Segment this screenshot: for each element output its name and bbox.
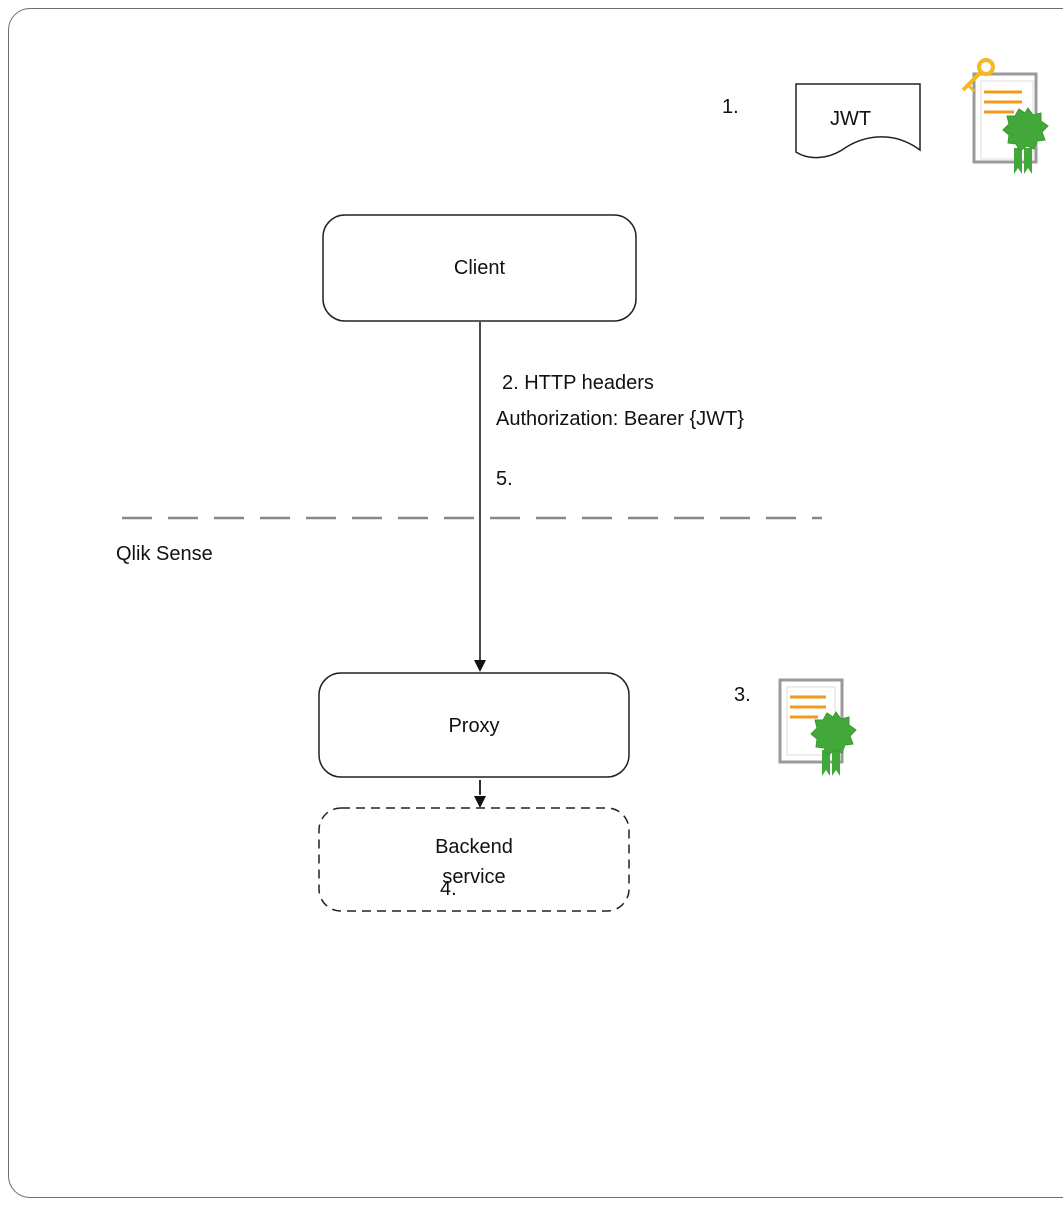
backend-service-node <box>318 807 630 912</box>
step-5-label: 5. <box>496 468 513 490</box>
certificate-with-key-icon <box>961 58 1049 174</box>
client-label: Client <box>453 257 506 279</box>
proxy-label: Proxy <box>448 715 500 737</box>
backend-label-line-1: Backend <box>435 836 513 858</box>
jwt-document-shape <box>795 83 921 159</box>
client-node <box>322 214 637 322</box>
key-icon <box>961 58 995 93</box>
step-4-label: 4. <box>440 878 457 900</box>
backend-label-line-2: service <box>442 866 506 888</box>
step-2-label: 2. HTTP headers <box>502 372 654 394</box>
step-3-label: 3. <box>734 684 751 706</box>
qlik-sense-label: Qlik Sense <box>116 543 213 565</box>
step-2-detail: Authorization: Bearer {JWT} <box>496 408 744 430</box>
jwt-document-label: JWT <box>830 108 872 130</box>
proxy-node <box>318 672 630 778</box>
step-1-label: 1. <box>722 96 739 118</box>
diagram-frame <box>8 8 1063 1198</box>
certificate-icon <box>778 678 857 776</box>
